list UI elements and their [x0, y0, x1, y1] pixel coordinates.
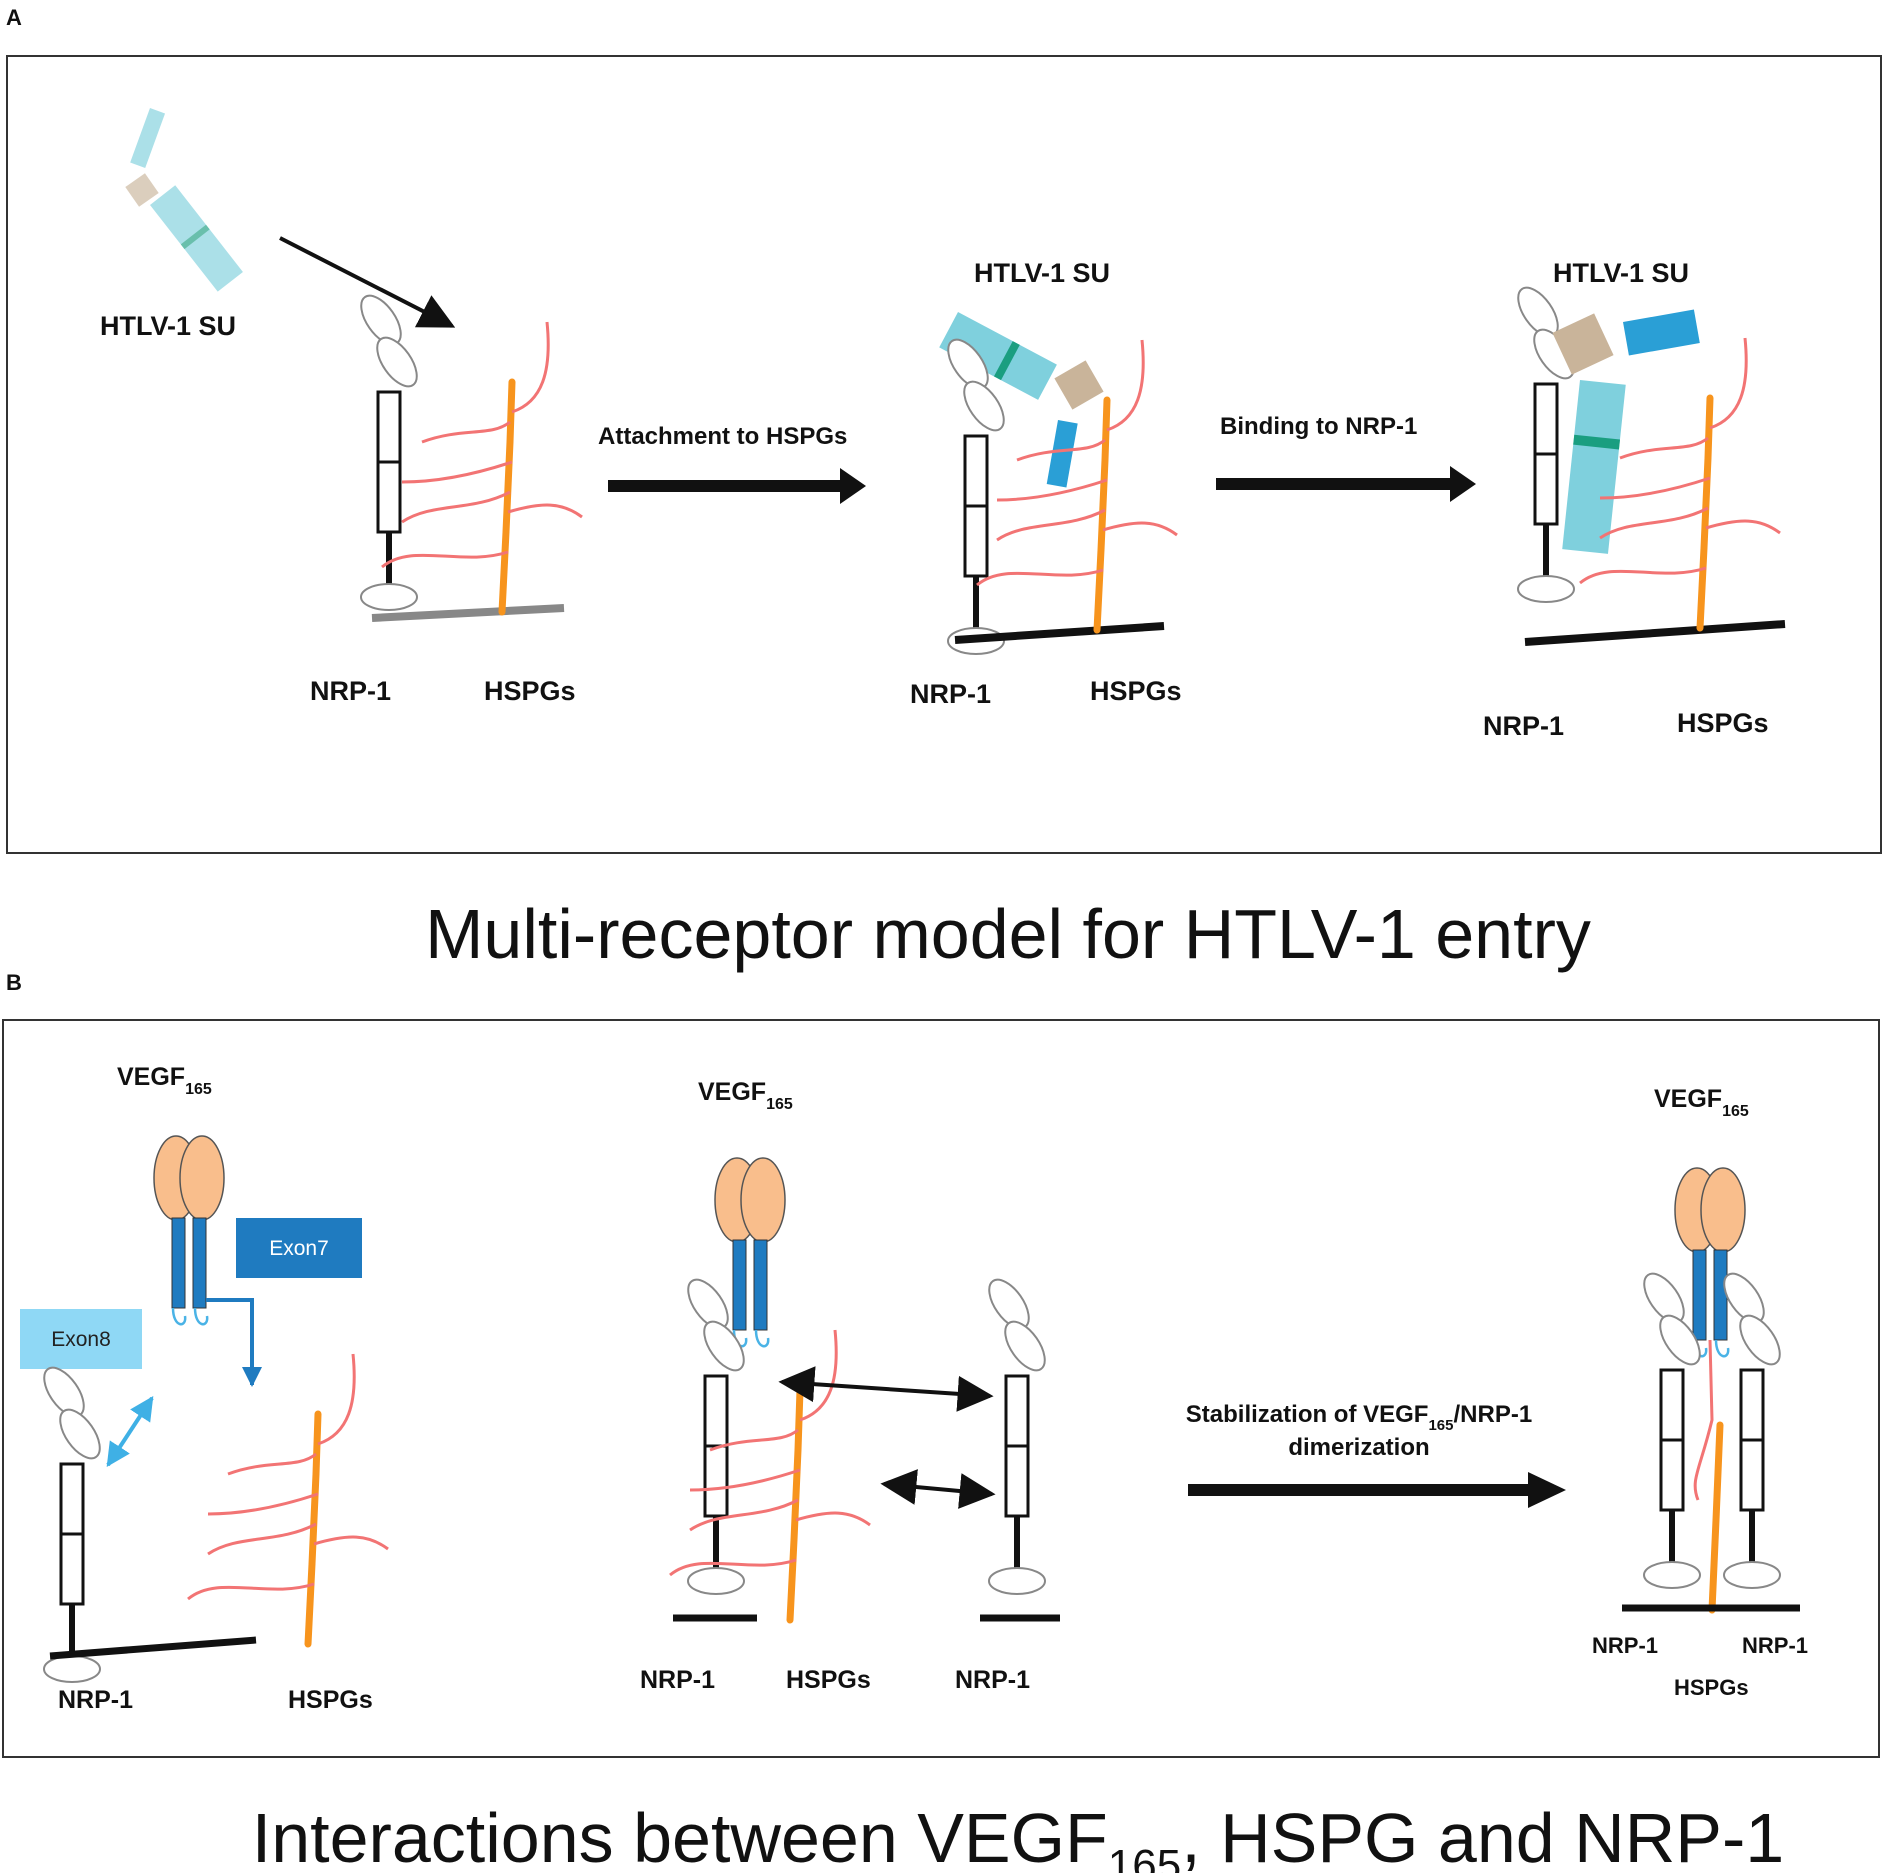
hspg-nrp1-interaction-arrow — [880, 1469, 996, 1509]
vegf-nrp1-interaction-arrow — [778, 1366, 994, 1412]
su-label-3: HTLV-1 SU — [1553, 258, 1689, 288]
exon8-box — [20, 1309, 142, 1369]
exon8-nrp1-binding-arrow — [106, 1395, 154, 1468]
hspg-label-a2: HSPGs — [1090, 676, 1182, 706]
step1-label: Attachment to HSPGs — [598, 423, 847, 450]
panel-a-letter: A — [6, 5, 22, 30]
vegf-label-b2: VEGF165 — [698, 1078, 793, 1113]
vegf-label-b1: VEGF165 — [117, 1063, 212, 1098]
membrane-a2 — [954, 622, 1165, 644]
panel-a-frame — [6, 55, 1882, 854]
stabilization-label-line2: dimerization — [1288, 1434, 1429, 1461]
membrane-a3 — [1524, 620, 1786, 646]
nrp1-label-b3-right: NRP-1 — [1742, 1633, 1808, 1658]
hspg-label-b1: HSPGs — [288, 1686, 373, 1714]
approach-arrow — [279, 236, 456, 328]
nrp1-label-b3-left: NRP-1 — [1592, 1633, 1658, 1658]
vegf-label-b3: VEGF165 — [1654, 1085, 1749, 1120]
nrp1-receptor-b1 — [36, 1361, 107, 1682]
panel-b-frame — [2, 1019, 1880, 1758]
vegf165-dimer-b1 — [152, 1134, 226, 1326]
nrp1-label-a3: NRP-1 — [1483, 711, 1564, 741]
su-label-2: HTLV-1 SU — [974, 258, 1110, 288]
nrp1-receptor-a2 — [940, 333, 1011, 654]
hspg-label-b3: HSPGs — [1674, 1675, 1749, 1700]
hspg-label-a3: HSPGs — [1677, 708, 1769, 738]
exon8-label: Exon8 — [51, 1328, 111, 1351]
hspg-stem-b3 — [1708, 1421, 1724, 1614]
step2-arrowhead — [1450, 466, 1476, 502]
panel-b-caption: Interactions between VEGF165, HSPG and N… — [252, 1799, 1784, 1873]
stabilization-label-line1: Stabilization of VEGF165/NRP-1 — [1186, 1401, 1532, 1434]
hspg-label-a1: HSPGs — [484, 676, 576, 706]
panel-b-letter: B — [6, 970, 22, 995]
nrp1-label-b2-left: NRP-1 — [640, 1666, 715, 1694]
hspg-label-b2: HSPGs — [786, 1666, 871, 1694]
su-label-1: HTLV-1 SU — [100, 311, 236, 341]
exon7-label: Exon7 — [269, 1237, 329, 1260]
membrane-b1 — [49, 1636, 257, 1660]
nrp1-label-a2: NRP-1 — [910, 679, 991, 709]
stabilization-arrowhead — [1528, 1472, 1566, 1508]
step1-arrowhead — [840, 468, 866, 504]
nrp1-receptor-b2-right — [981, 1273, 1052, 1594]
membrane-a1 — [371, 604, 565, 622]
heparan-chain-b3 — [1693, 1339, 1714, 1501]
step2-label: Binding to NRP-1 — [1220, 413, 1417, 440]
exon7-heparin-binding-arrow — [206, 1298, 262, 1387]
bound-su-glycoprotein — [1552, 309, 1700, 554]
nrp1-label-a1: NRP-1 — [310, 676, 391, 706]
exon7-box — [236, 1218, 362, 1278]
free-su-glycoprotein — [125, 108, 243, 292]
panel-a-caption: Multi-receptor model for HTLV-1 entry — [425, 895, 1591, 973]
hspg-b1 — [188, 1354, 388, 1644]
nrp1-label-b2-right: NRP-1 — [955, 1666, 1030, 1694]
attached-su-glycoprotein — [939, 312, 1104, 488]
nrp1-label-b1: NRP-1 — [58, 1686, 133, 1714]
